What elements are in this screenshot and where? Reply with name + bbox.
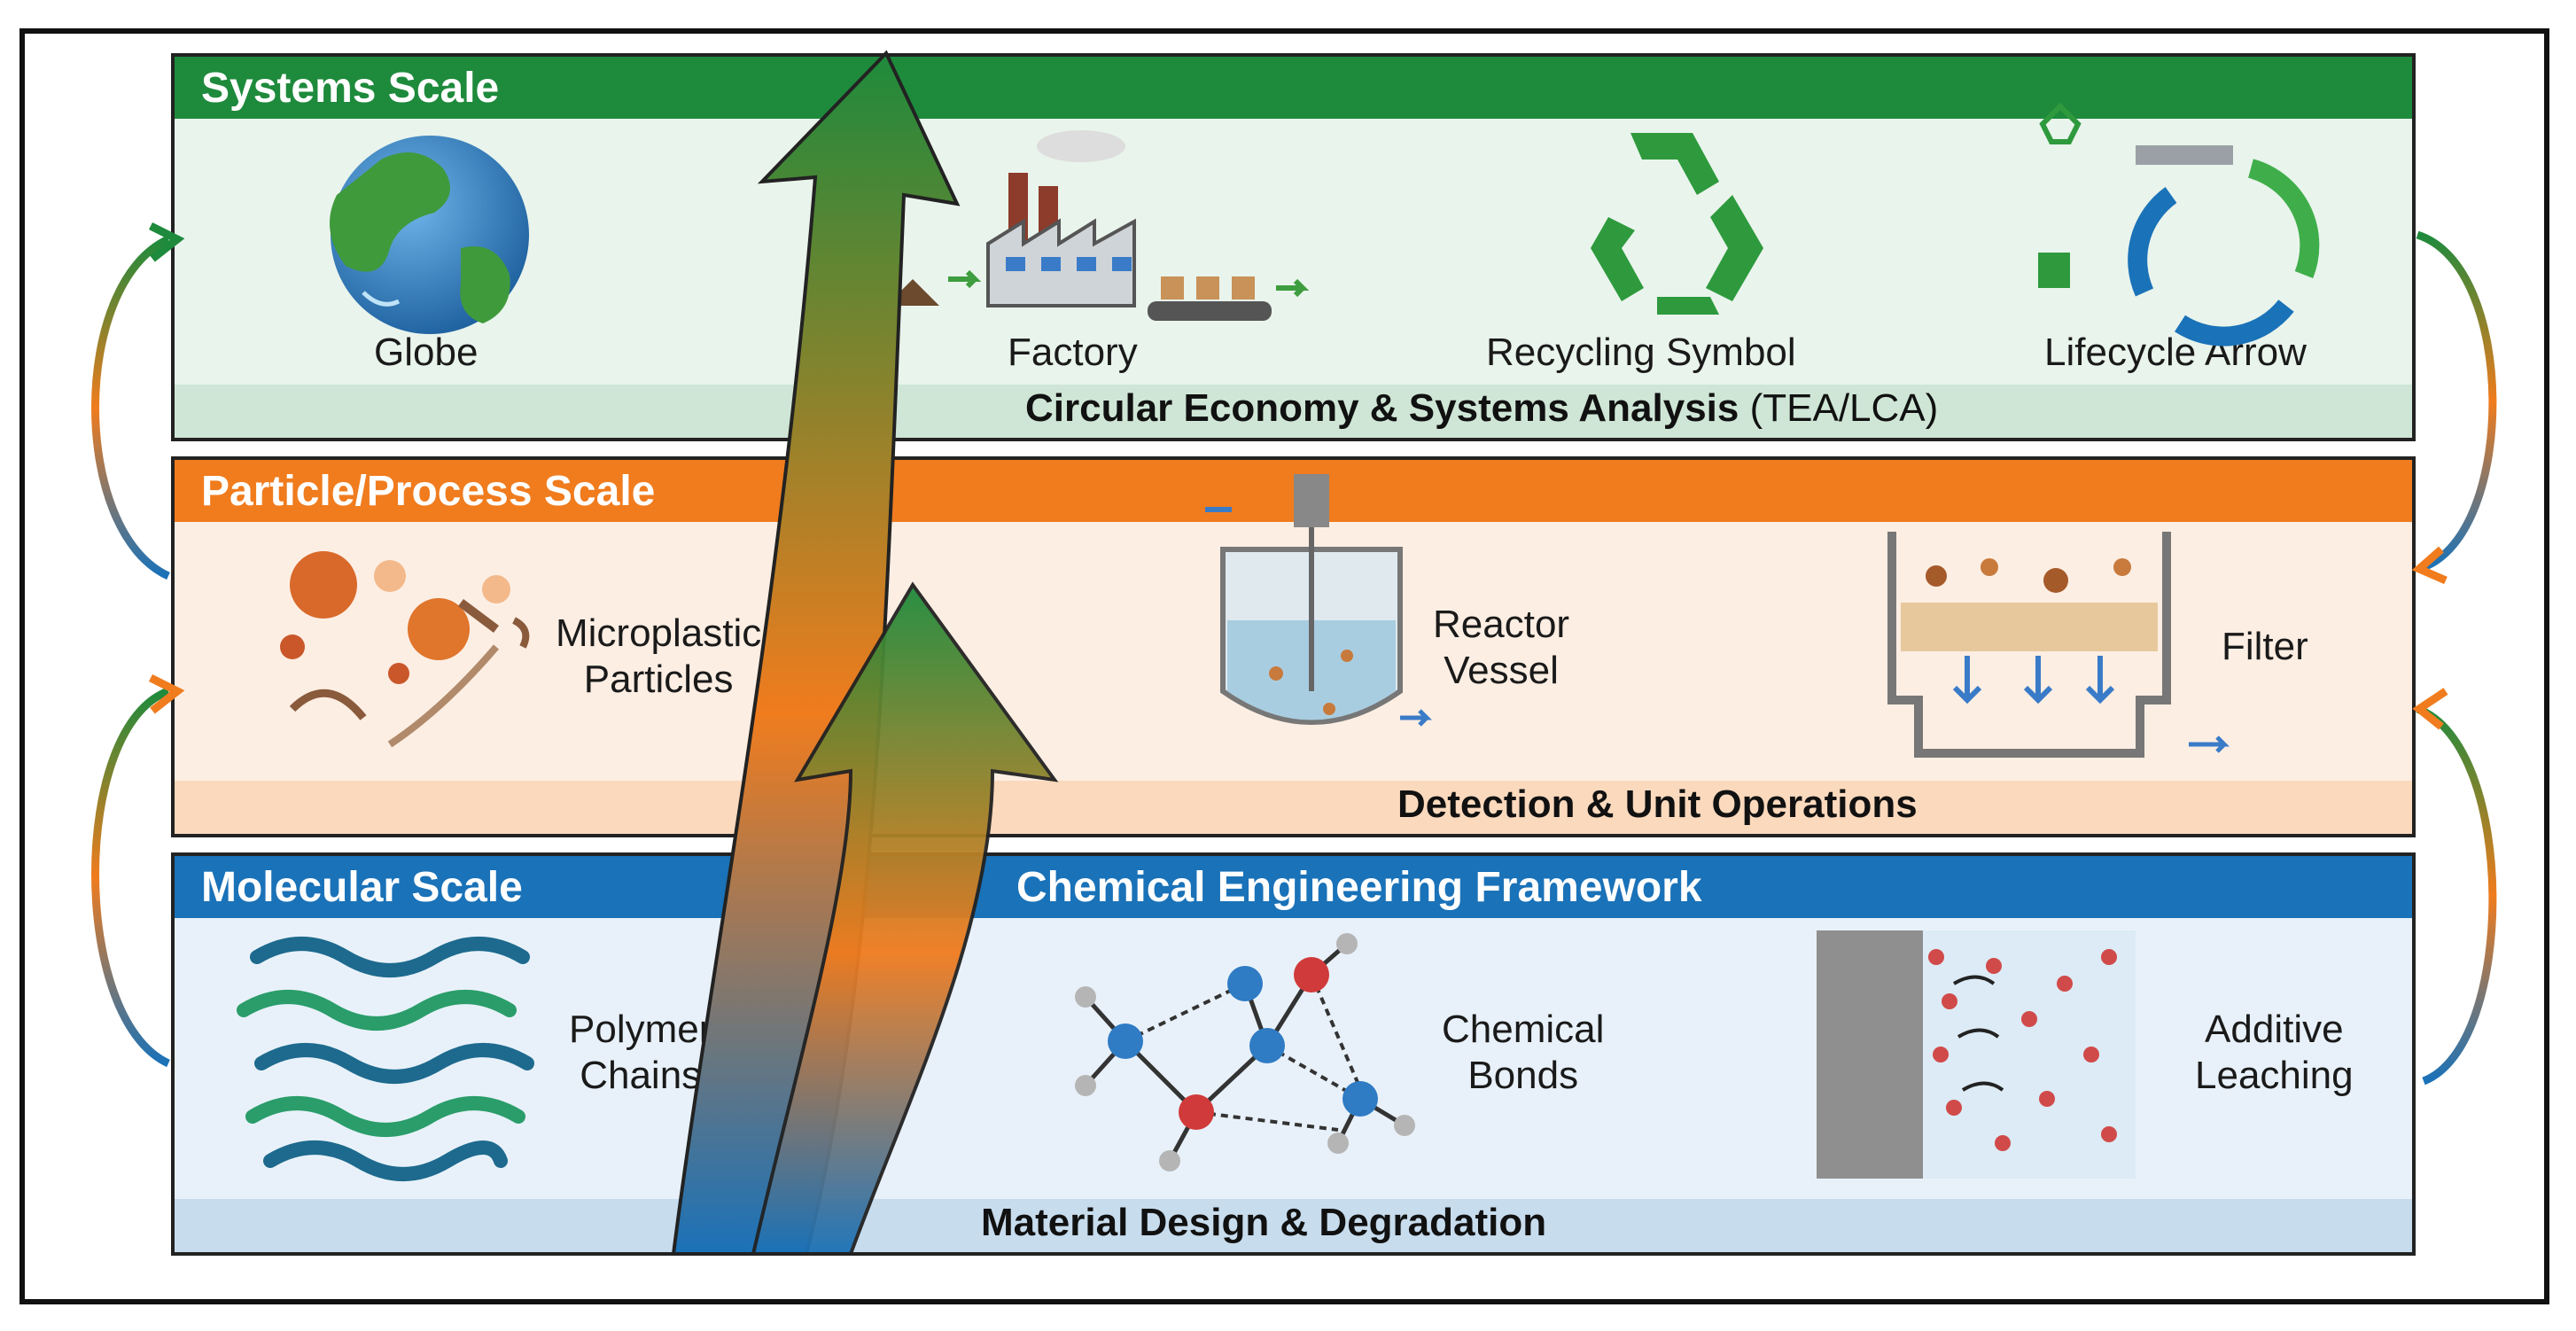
systems-footer-main: Circular Economy & Systems Analysis [1025,386,1739,430]
reactor-label-line2: Vessel [1444,649,1559,692]
molecular-scale-header: Molecular Scale Chemical Engineering Fra… [175,856,2412,918]
inner-up-arrow [751,581,1059,1256]
filter-label: Filter [2222,625,2308,668]
additive-label-line2: Leaching [2195,1054,2354,1097]
reactor-label: Reactor Vessel [1433,602,1569,694]
process-scale-title: Particle/Process Scale [201,468,656,515]
microplastic-label-line1: Microplastic [556,611,762,655]
lifecycle-icon [2038,102,2320,346]
additive-leaching-icon [1817,930,2136,1179]
framework-title: Chemical Engineering Framework [1016,864,1702,911]
molecular-scale-panel: Molecular Scale Chemical Engineering Fra… [171,852,2416,1256]
additive-label: Additive Leaching [2195,1007,2354,1099]
process-footer-band: Detection & Unit Operations [175,781,2412,834]
molecular-footer-band: Material Design & Degradation [175,1199,2412,1252]
microplastic-particles-icon [280,551,530,748]
additive-label-line1: Additive [2205,1008,2344,1051]
bonds-label: Chemical Bonds [1442,1007,1604,1099]
lifecycle-label: Lifecycle Arrow [2044,331,2307,374]
right-cycle-arrows [2411,230,2497,1086]
systems-scale-title: Systems Scale [201,65,500,112]
systems-scale-header: Systems Scale [175,57,2412,119]
systems-footer-band: Circular Economy & Systems Analysis (TEA… [175,385,2412,438]
microplastic-label-line2: Particles [583,658,734,701]
left-cycle-arrows [91,222,185,1068]
factory-icon [886,130,1310,321]
polymer-chains-icon [237,937,534,1181]
factory-label: Factory [1008,331,1138,374]
globe-icon [330,136,529,334]
reactor-label-line1: Reactor [1433,603,1570,646]
molecular-footer: Material Design & Degradation [981,1201,1547,1244]
reactor-vessel-icon [1205,474,1433,727]
systems-footer: Circular Economy & Systems Analysis (TEA… [1025,386,1938,431]
bonds-label-line1: Chemical [1442,1008,1605,1051]
polymer-label: Polymer Chains [569,1007,712,1099]
process-footer: Detection & Unit Operations [1397,782,1918,826]
recycling-icon [1591,133,1763,315]
process-scale-header: Particle/Process Scale [175,460,2412,522]
microplastic-label: Microplastic Particles [556,611,761,703]
chemical-bonds-icon [1075,933,1415,1171]
polymer-label-line2: Chains [580,1054,702,1097]
systems-scale-panel: Systems Scale Circular Economy & Systems… [171,53,2416,441]
bonds-label-line2: Bonds [1467,1054,1579,1097]
recycling-label: Recycling Symbol [1486,331,1796,374]
filter-icon [1887,532,2230,758]
molecular-scale-title: Molecular Scale [201,864,523,911]
polymer-label-line1: Polymer [569,1008,712,1051]
systems-footer-suffix: (TEA/LCA) [1739,386,1939,430]
globe-label: Globe [374,331,479,374]
